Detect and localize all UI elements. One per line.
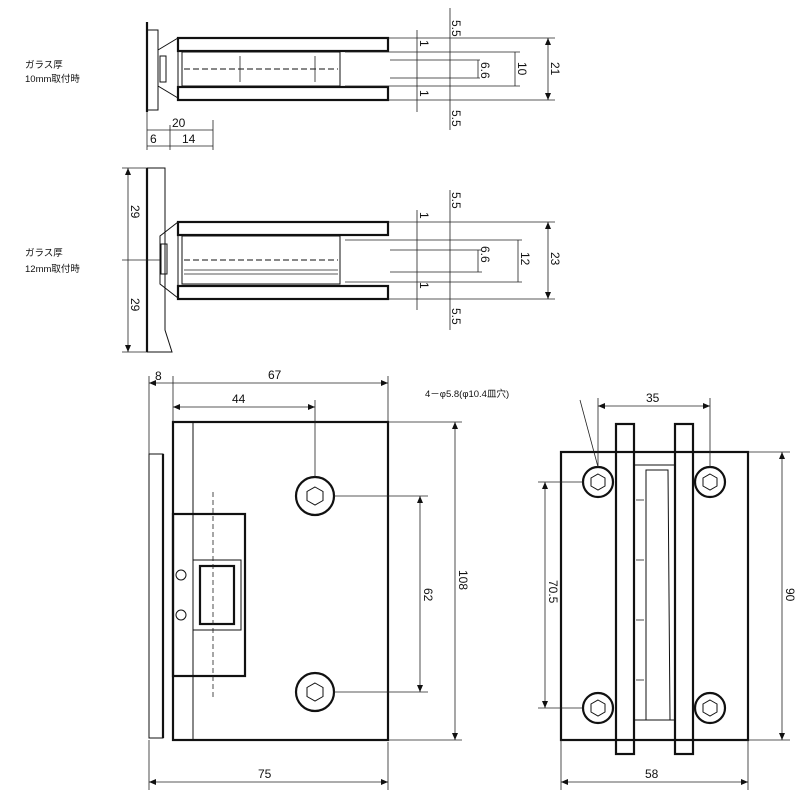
middle-view: 5.5 1 6.6 12 23 1 5.5 29 29 ガラス厚 12mm取付時 xyxy=(25,167,562,353)
dim-mid-5-5-upper: 5.5 xyxy=(449,192,463,209)
dim-top-14: 14 xyxy=(182,132,196,146)
dim-top-20: 20 xyxy=(172,116,186,130)
dim-mid-1-lower: 1 xyxy=(417,282,431,289)
dim-front-62: 62 xyxy=(421,588,435,602)
dim-mid-29-lower: 29 xyxy=(128,298,142,312)
dim-top-21: 21 xyxy=(548,62,562,76)
dim-front-108: 108 xyxy=(456,570,470,590)
top-view: 5.5 1 6.6 10 21 1 5.5 20 6 14 ガラス厚 10mm取… xyxy=(25,8,562,150)
dim-mid-23: 23 xyxy=(548,252,562,266)
note-glass-12mm-line2: 12mm取付時 xyxy=(25,264,80,275)
dim-side-90: 90 xyxy=(783,588,797,602)
dim-side-35: 35 xyxy=(646,391,660,405)
dim-mid-29-upper: 29 xyxy=(128,205,142,219)
front-view: 8 67 44 62 108 75 xyxy=(148,368,470,790)
side-view: 35 4－φ5.8(φ10.4皿穴) 70.5 90 58 xyxy=(425,388,797,790)
dim-top-10: 10 xyxy=(515,62,529,76)
arrowheads xyxy=(125,38,785,785)
dim-side-70-5: 70.5 xyxy=(546,580,560,604)
dim-mid-1-upper: 1 xyxy=(417,212,431,219)
note-glass-12mm-line1: ガラス厚 xyxy=(25,248,63,259)
dim-top-6-6: 6.6 xyxy=(478,62,492,79)
dim-top-1-lower: 1 xyxy=(417,90,431,97)
dim-front-67: 67 xyxy=(268,368,282,382)
dim-front-75: 75 xyxy=(258,767,272,781)
dim-front-8: 8 xyxy=(155,369,162,383)
dim-top-5-5-lower: 5.5 xyxy=(449,110,463,127)
dim-mid-12: 12 xyxy=(518,252,532,266)
note-glass-10mm-line2: 10mm取付時 xyxy=(25,74,80,85)
note-glass-10mm-line1: ガラス厚 xyxy=(25,60,63,71)
hole-note: 4－φ5.8(φ10.4皿穴) xyxy=(425,388,509,400)
dim-mid-5-5-lower: 5.5 xyxy=(449,308,463,325)
dim-mid-6-6: 6.6 xyxy=(478,246,492,263)
dim-top-6: 6 xyxy=(150,132,157,146)
dim-front-44: 44 xyxy=(232,392,246,406)
dim-side-58: 58 xyxy=(645,767,659,781)
dim-top-5-5-upper: 5.5 xyxy=(449,20,463,37)
dim-top-1-upper: 1 xyxy=(417,40,431,47)
